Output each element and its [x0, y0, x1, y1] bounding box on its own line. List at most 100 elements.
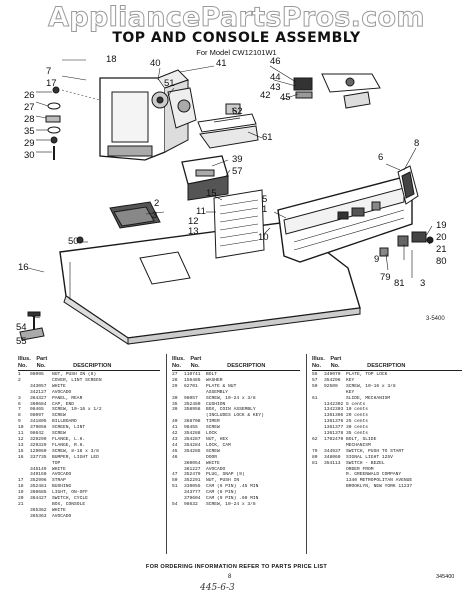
table-row: TOP [18, 461, 160, 467]
part-number: 379604 [184, 496, 201, 502]
callout-label: 61 [262, 132, 273, 143]
part-description: 20 cents [346, 413, 369, 419]
callout-label: 46 [270, 56, 281, 67]
table-row: 1340 METROPOLITAN AVENUE [312, 478, 462, 484]
illus-number: 20 [18, 496, 24, 502]
part-description: AVOCADO [206, 466, 226, 472]
part-description: ORDER FROM [346, 466, 374, 472]
callout-label: 10 [258, 232, 269, 243]
callout-label: 1 [262, 204, 267, 215]
callout-label: 57 [232, 166, 243, 177]
part-description: BROOKLYN, NEW YORK 11237 [346, 484, 413, 490]
callout-label: 20 [436, 232, 447, 243]
callout-label: 26 [24, 90, 35, 101]
illus-number: 47 [172, 472, 178, 478]
part-description: WHITE [52, 383, 66, 389]
part-number: 1361378 [324, 431, 344, 437]
illus-number: 17 [18, 478, 24, 484]
slide-mechanism-drawing [197, 103, 259, 149]
part-description: STRAP [52, 478, 66, 484]
illus-number: 55 [312, 372, 318, 377]
part-description: FLANGE, L.H. [52, 436, 86, 442]
part-description: SCREEN, LINT [52, 425, 86, 431]
part-description: 1340 METROPOLITAN AVENUE [346, 478, 413, 484]
part-description: DOOR [206, 454, 218, 460]
part-number: 360054 [184, 460, 201, 466]
part-description: ASSEMBLY [206, 389, 229, 395]
callout-label: 3 [420, 278, 425, 289]
part-description: LOCK [206, 431, 218, 437]
part-description: CAP, END [52, 401, 75, 407]
part-description: COVER, LINT SCREEN [52, 377, 102, 383]
callout-label: 15 [206, 188, 217, 199]
header-illus: Illus. [18, 356, 31, 362]
part-description: PLUG, SNAP (9) [206, 472, 245, 478]
callout-label: 30 [24, 150, 35, 161]
table-header-row: No. No. DESCRIPTION [18, 363, 160, 371]
coin-box-drawing [181, 155, 229, 201]
header-illus: Illus. [172, 356, 185, 362]
callout-label: 27 [24, 102, 35, 113]
illus-number: 35 [172, 401, 178, 407]
header-part: Part [36, 356, 48, 362]
handwritten-annotation: 445-6-3 [200, 583, 235, 593]
callout-label: 12 [188, 216, 199, 227]
part-number: 337735 [30, 454, 47, 460]
part-description: FLANGE, R.H. [52, 442, 86, 448]
illus-number: 59 [312, 383, 318, 389]
part-description: PLATE, TOP LOCK [346, 372, 388, 377]
callout-label: 54 [16, 322, 27, 333]
illus-number: 40 [172, 419, 178, 425]
callout-label: 79 [380, 272, 391, 283]
callout-label: 50 [68, 236, 79, 247]
part-description: WASHER [206, 377, 223, 383]
callout-label: 43 [270, 82, 281, 93]
part-number: 98057 [184, 395, 198, 401]
part-description: KEY [346, 389, 355, 395]
part-number: 1361377 [324, 425, 344, 431]
lock-parts-drawing [293, 73, 381, 109]
part-number: 348060 [324, 454, 341, 460]
part-number: 98632 [184, 501, 198, 507]
table-header-row: No. No. DESCRIPTION [172, 363, 300, 371]
illus-number [312, 484, 324, 490]
part-description: BILLBOARD [52, 419, 77, 425]
illus-number: 1 [18, 372, 21, 377]
part-number: 129060 [30, 448, 47, 454]
part-number: 1342303 [324, 407, 344, 413]
hardware-stack-drawing [45, 86, 101, 160]
part-number: 349150 [30, 472, 47, 478]
part-description: KEY [346, 377, 355, 383]
table-header-row: No. No. DESCRIPTION [312, 363, 462, 371]
table-header-row: Illus. Part [18, 356, 160, 363]
part-description: AVOCADO [52, 513, 72, 519]
part-number: 98455 [184, 425, 198, 431]
cam-drawing [167, 87, 197, 129]
callout-label: 35 [24, 126, 35, 137]
illus-number: 46 [172, 454, 178, 460]
callout-label: 13 [188, 226, 199, 237]
header-description: DESCRIPTION [367, 363, 406, 369]
table-row: (INCLUDES LOCK & KEY) [172, 413, 300, 419]
illus-number [18, 514, 30, 520]
illus-number: 41 [172, 425, 178, 431]
illus-number: 43 [172, 436, 178, 442]
illus-number: 15 [18, 448, 24, 454]
console-panel-drawing [277, 177, 413, 263]
header-description: DESCRIPTION [73, 363, 112, 369]
part-description: SLIDE, MECHANISM [346, 395, 391, 401]
illus-number: 27 [172, 372, 178, 377]
callout-label: 51 [164, 78, 175, 89]
